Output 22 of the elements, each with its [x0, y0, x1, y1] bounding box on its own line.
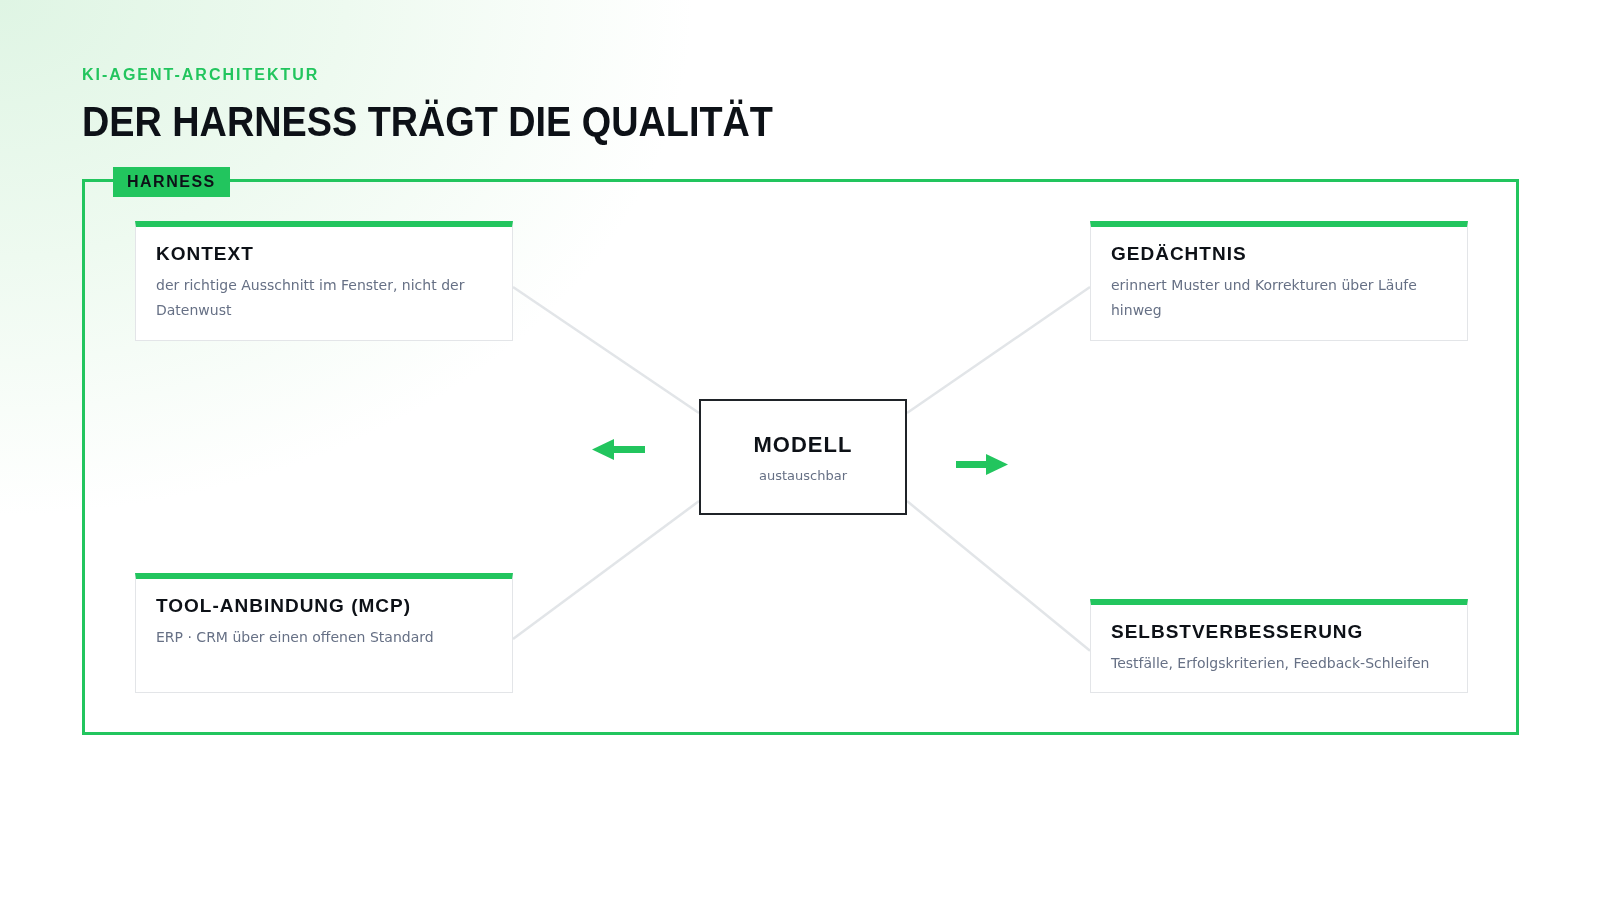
connector-line — [512, 500, 700, 640]
card-description: Testfälle, Erfolgskriterien, Feedback-Schleifen — [1111, 654, 1431, 673]
component-card — [135, 573, 513, 693]
card-description: der richtige Ausschnitt im Fenster, nicht der Datenwust — [156, 276, 466, 320]
eyebrow-label: KI-AGENT-ARCHITEKTUR — [82, 66, 320, 84]
card-description: austauschbar — [759, 467, 847, 483]
model-box — [699, 399, 907, 515]
connector-line — [512, 285, 700, 414]
card-description: erinnert Muster und Korrekturen über Läufe hinweg — [1111, 276, 1418, 320]
component-card — [1090, 599, 1468, 693]
card-description: ERP · CRM über einen offenen Standard — [156, 628, 435, 647]
component-card — [1090, 221, 1468, 341]
page-title: DER HARNESS TRÄGT DIE QUALITÄT — [82, 98, 773, 146]
frame-tag: HARNESS — [113, 167, 230, 197]
connector-line — [906, 285, 1091, 414]
card-heading: GEDÄCHTNIS — [1111, 243, 1248, 265]
card-heading: KONTEXT — [156, 243, 255, 265]
component-card — [135, 221, 513, 341]
connector-line — [906, 500, 1091, 652]
card-heading: SELBSTVERBESSERUNG — [1111, 621, 1365, 643]
card-heading: MODELL — [753, 431, 853, 458]
card-heading: TOOL-ANBINDUNG (MCP) — [156, 595, 412, 617]
